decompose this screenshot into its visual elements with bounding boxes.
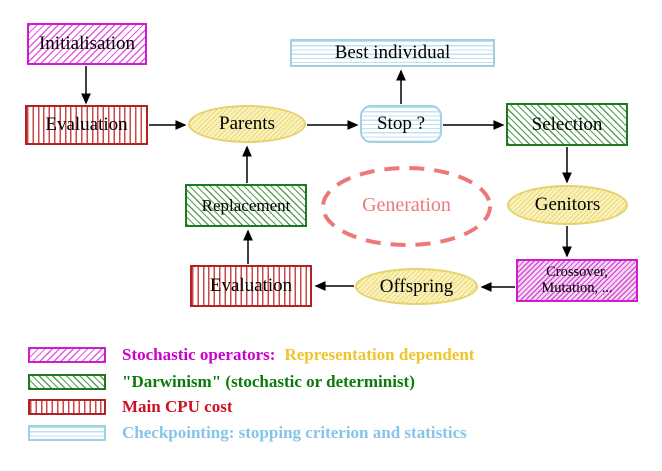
node-selection: Selection xyxy=(506,103,628,146)
node-parents-label: Parents xyxy=(219,113,275,135)
node-evaluation-top-label: Evaluation xyxy=(45,114,128,136)
node-initialisation: Initialisation xyxy=(27,23,147,65)
legend-row-stochastic-operators: Stochastic operators: Representation dep… xyxy=(28,345,474,365)
node-selection-label: Selection xyxy=(531,113,603,135)
legend-row-checkpointing: Checkpointing: stopping criterion and st… xyxy=(28,423,467,443)
legend-label-representation-dependent: Representation dependent xyxy=(284,345,475,364)
legend-row-main-cpu-cost: Main CPU cost xyxy=(28,397,232,417)
legend-label-darwinism: "Darwinism" (stochastic or determinist) xyxy=(122,372,415,391)
node-crossover-label-line1: Crossover, xyxy=(546,264,608,281)
node-generation-label: Generation xyxy=(362,194,451,216)
node-best-individual-label: Best individual xyxy=(334,42,451,64)
legend-label-checkpointing: Checkpointing: stopping criterion and st… xyxy=(122,423,467,442)
node-genitors: Genitors xyxy=(507,185,628,225)
node-evaluation-top: Evaluation xyxy=(25,105,148,145)
legend-label-main-cpu-cost: Main CPU cost xyxy=(122,397,233,416)
node-offspring-label: Offspring xyxy=(379,275,454,297)
legend-swatch-magenta-hatch xyxy=(28,347,106,363)
node-evaluation-bottom-label: Evaluation xyxy=(209,275,293,297)
node-best-individual: Best individual xyxy=(290,39,495,67)
node-crossover-label-line2: Mutation, ... xyxy=(541,279,613,296)
node-replacement-label: Replacement xyxy=(201,195,291,215)
legend-row-darwinism: "Darwinism" (stochastic or determinist) xyxy=(28,372,415,392)
node-replacement: Replacement xyxy=(185,184,307,227)
node-parents: Parents xyxy=(188,105,306,143)
node-stop-label: Stop ? xyxy=(376,113,426,135)
node-initialisation-label: Initialisation xyxy=(38,33,136,55)
legend-swatch-cyan-stripes xyxy=(28,425,106,441)
legend-swatch-green-hatch xyxy=(28,374,106,390)
node-evaluation-bottom: Evaluation xyxy=(190,265,312,307)
node-stop: Stop ? xyxy=(360,105,442,143)
legend-swatch-red-stripes xyxy=(28,399,106,415)
node-crossover-mutation: Crossover, Mutation, ... xyxy=(516,259,638,302)
legend-label-stochastic-operators: Stochastic operators: xyxy=(122,345,276,364)
node-offspring: Offspring xyxy=(355,268,478,305)
node-genitors-label: Genitors xyxy=(534,194,601,216)
